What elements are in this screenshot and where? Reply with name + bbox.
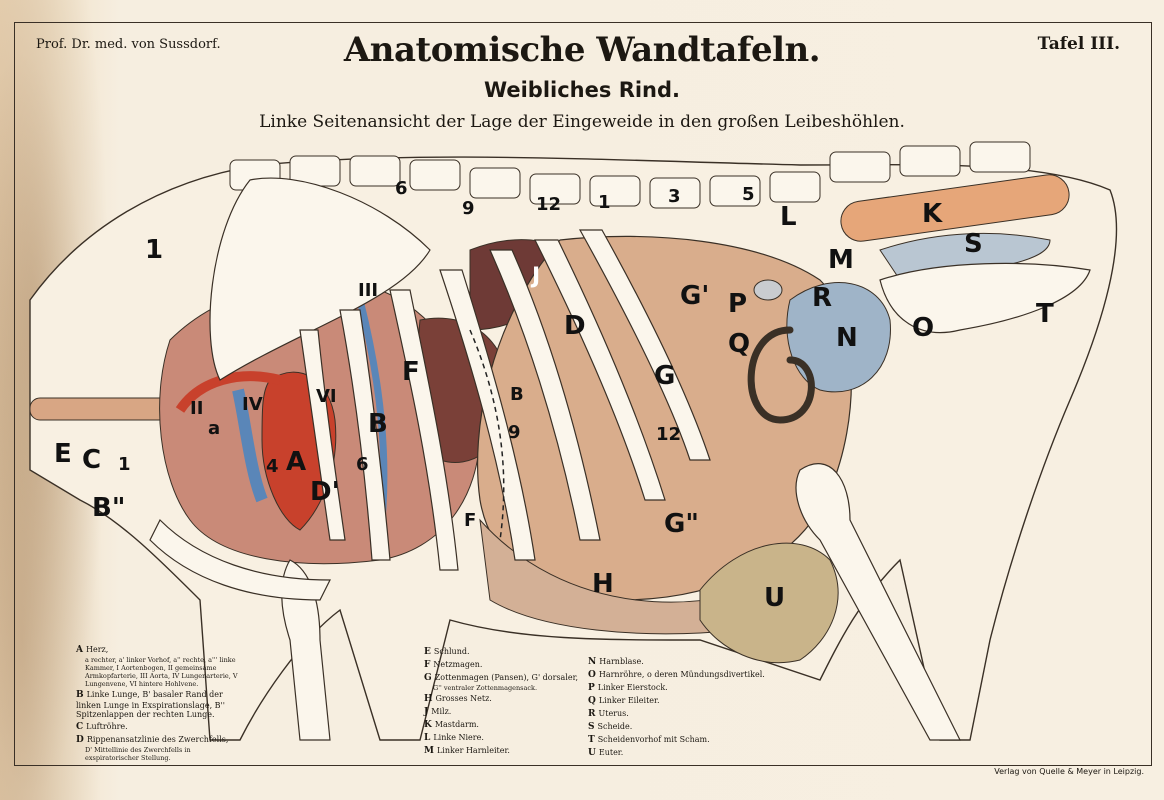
page-subtitle: Weibliches Rind. xyxy=(483,78,681,102)
label-T: T xyxy=(1036,299,1054,329)
plate-frame xyxy=(14,22,1152,766)
ovary-shape xyxy=(753,279,783,301)
label-12-lower: 12 xyxy=(656,424,681,445)
vertebrae-row xyxy=(229,141,1031,209)
label-6-lower: 6 xyxy=(356,454,369,475)
label-9-top: 9 xyxy=(462,198,475,219)
label-C: C xyxy=(82,445,101,475)
diaphragm-dashed-line xyxy=(469,329,505,541)
label-6-top: 6 xyxy=(395,178,408,199)
label-VI: VI xyxy=(316,386,337,407)
label-IV: IV xyxy=(242,394,263,415)
label-N: N xyxy=(836,323,858,353)
label-K: K xyxy=(922,199,943,229)
label-P: P xyxy=(728,289,747,319)
label-B-prime: B xyxy=(510,384,524,405)
label-E: E xyxy=(54,439,72,469)
vena-cava xyxy=(232,388,268,503)
label-O: O xyxy=(912,313,934,343)
label-U: U xyxy=(764,583,785,613)
publisher-credit: Verlag von Quelle & Meyer in Leipzig. xyxy=(994,767,1144,776)
label-B-double: B" xyxy=(92,493,125,523)
page-title: Anatomische Wandtafeln. xyxy=(343,30,821,70)
label-S: S xyxy=(964,229,983,259)
udder-region xyxy=(699,542,839,664)
label-1-lower: 1 xyxy=(118,454,131,475)
label-R: R xyxy=(812,283,832,313)
label-D-prime: D' xyxy=(310,477,340,507)
label-F: F xyxy=(402,357,420,387)
label-G-double: G" xyxy=(664,509,699,539)
page-caption: Linke Seitenansicht der Lage der Eingewe… xyxy=(259,112,905,132)
label-12-top: 12 xyxy=(536,194,561,215)
label-F-lower: F xyxy=(464,510,476,531)
label-II: II xyxy=(190,398,203,419)
label-9-lower: 9 xyxy=(508,422,521,443)
label-lumbar-3: 3 xyxy=(668,186,681,207)
label-G: G xyxy=(654,361,675,391)
oviduct-loop xyxy=(747,326,815,424)
label-1: 1 xyxy=(145,235,163,265)
hind-femur xyxy=(795,463,961,741)
label-D-upper: D xyxy=(564,311,586,341)
label-Q: Q xyxy=(728,329,750,359)
plate-number: Tafel III. xyxy=(1037,34,1120,54)
author-credit: Prof. Dr. med. von Sussdorf. xyxy=(36,37,221,52)
pelvis-bone xyxy=(879,262,1091,334)
label-lumbar-5: 5 xyxy=(742,184,755,205)
label-M: M xyxy=(828,245,854,275)
label-a: a xyxy=(208,418,220,439)
label-B: B xyxy=(368,409,388,439)
sternum-bones xyxy=(149,518,331,601)
trachea-tube xyxy=(29,397,181,421)
label-L: L xyxy=(780,202,797,232)
label-lumbar-1: 1 xyxy=(598,192,611,213)
label-A: A xyxy=(286,447,306,477)
ribs-group xyxy=(299,229,711,571)
aorta-vessel xyxy=(175,371,282,413)
label-G-prime: G' xyxy=(680,281,709,311)
label-III: III xyxy=(358,280,378,301)
label-J: J xyxy=(530,264,540,289)
label-4: 4 xyxy=(266,456,279,477)
label-H: H xyxy=(592,569,614,599)
rectum-tube xyxy=(840,174,1070,242)
